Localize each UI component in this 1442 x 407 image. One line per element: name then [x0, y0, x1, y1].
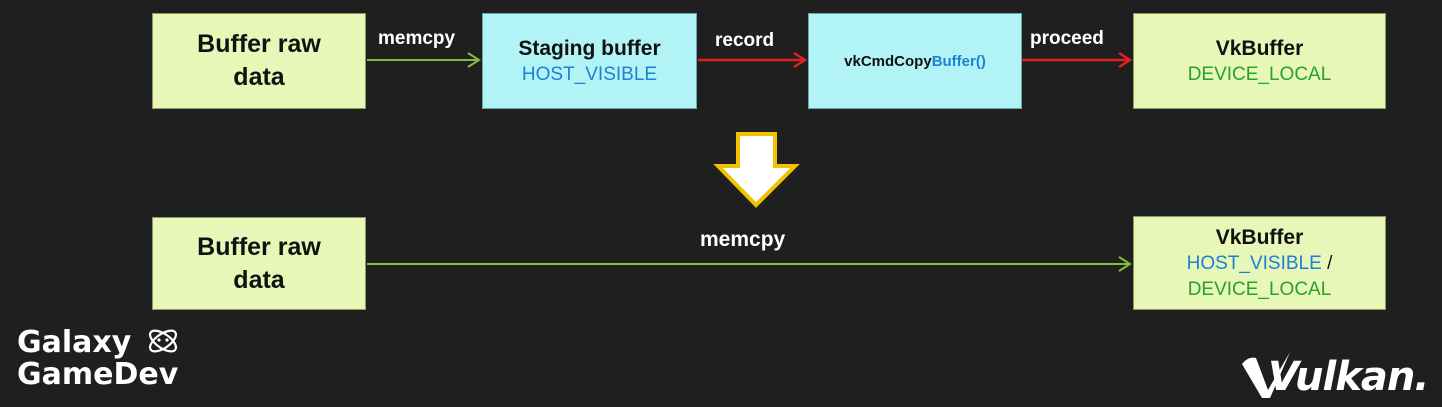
- arrow-label-memcpy-bottom: memcpy: [700, 228, 786, 251]
- vkcmdcopybuffer-box: vkCmdCopyBuffer(): [808, 13, 1022, 109]
- vulkan-swoosh-icon: [1242, 352, 1290, 398]
- separator-slash: /: [1321, 252, 1333, 274]
- galaxy-logo-line2: GameDev: [17, 357, 179, 392]
- galaxy-gamedev-logo: Galaxy GameDev: [17, 326, 180, 391]
- galaxy-logo-line1: Galaxy: [17, 326, 180, 359]
- copy-command-prefix: vkCmdCopy: [844, 52, 932, 70]
- vulkan-logo: Vulkan.: [1238, 350, 1438, 402]
- arrow-memcpy-top: [367, 52, 481, 68]
- arrow-memcpy-bottom: [367, 256, 1132, 272]
- bottom-vkbuffer-subtitle-line1: HOST_VISIBLE /: [1187, 251, 1333, 277]
- staging-title: Staging buffer: [518, 36, 661, 60]
- staging-subtitle: HOST_VISIBLE: [521, 63, 658, 85]
- top-source-line2: data: [233, 63, 285, 91]
- bottom-buffer-raw-data-box: Buffer raw data: [152, 217, 366, 310]
- top-vkbuffer-box: VkBuffer DEVICE_LOCAL: [1133, 13, 1386, 109]
- arrow-label-proceed: proceed: [1030, 28, 1104, 49]
- top-source-line1: Buffer raw: [197, 30, 321, 58]
- device-local-text: DEVICE_LOCAL: [1187, 278, 1332, 300]
- top-vkbuffer-title: VkBuffer: [1215, 36, 1304, 60]
- bottom-vkbuffer-title: VkBuffer: [1215, 225, 1304, 249]
- down-arrow-icon: [713, 132, 800, 208]
- arrow-proceed: [1022, 51, 1133, 69]
- copy-command-text: vkCmdCopyBuffer(): [844, 53, 986, 70]
- arrow-record: [698, 51, 808, 69]
- atom-icon: [148, 329, 177, 353]
- arrow-label-record: record: [715, 30, 775, 51]
- copy-command-highlight: Buffer(): [931, 52, 986, 70]
- vulkan-wordmark: Vulkan.: [1268, 354, 1429, 400]
- top-vkbuffer-subtitle: DEVICE_LOCAL: [1187, 63, 1332, 85]
- host-visible-text: HOST_VISIBLE: [1186, 252, 1322, 274]
- top-buffer-raw-data-box: Buffer raw data: [152, 13, 366, 109]
- bottom-vkbuffer-box: VkBuffer HOST_VISIBLE / DEVICE_LOCAL: [1133, 216, 1386, 310]
- staging-buffer-box: Staging buffer HOST_VISIBLE: [482, 13, 697, 109]
- bottom-source-line2: data: [233, 265, 285, 294]
- bottom-source-line1: Buffer raw: [197, 232, 321, 261]
- arrow-label-memcpy-top: memcpy: [378, 28, 456, 49]
